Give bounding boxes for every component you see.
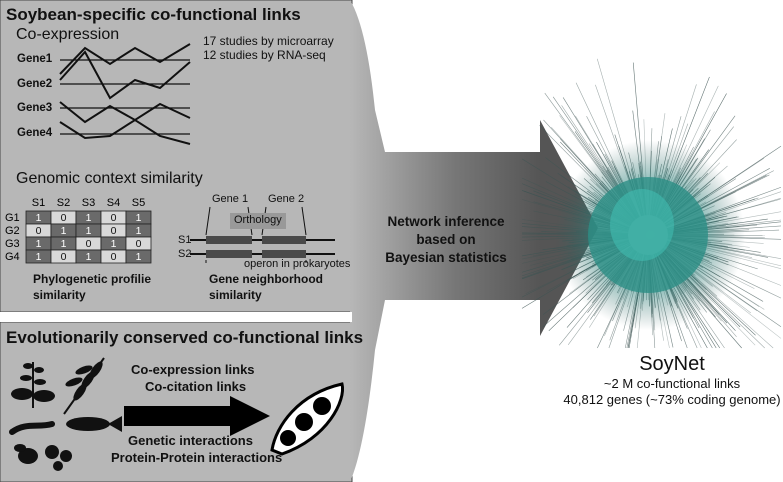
matrix-cell: [125, 249, 152, 264]
soynet-links: ~2 M co-functional links: [603, 376, 741, 391]
bottom-panel-title: Evolutionarily conserved co-functional l…: [6, 328, 364, 347]
s1-gene1-block: [206, 236, 252, 244]
operon-label: operon in prokaryotes: [244, 258, 351, 270]
matrix-row-g2: G2: [5, 225, 20, 237]
soynet-genes: 40,812 genes (~73% coding genome): [563, 392, 781, 407]
matrix-col-s3: S3: [82, 197, 95, 209]
neighborhood-caption-line2: similarity: [209, 288, 262, 302]
matrix-cell-value: 1: [36, 238, 42, 250]
soybean-plant-icon: [11, 362, 55, 408]
phylo-caption-line2: similarity: [33, 288, 86, 302]
yeast-icon: [45, 445, 72, 471]
link-coexpression: Co-expression links: [131, 362, 255, 377]
matrix-cell-value: 0: [111, 225, 117, 237]
matrix-cell-value: 0: [86, 238, 92, 250]
matrix-cell-value: 0: [136, 238, 142, 250]
orthology-box: [230, 213, 286, 229]
link-cocitation: Co-citation links: [145, 379, 247, 394]
studies-microarray: 17 studies by microarray: [203, 34, 334, 48]
matrix-row-g4: G4: [5, 251, 20, 263]
gene-label-3: Gene3: [17, 102, 53, 114]
link-genetic: Genetic interactions: [128, 433, 253, 448]
matrix-cell-value: 0: [61, 212, 67, 224]
s2-gene2-block: [262, 250, 306, 258]
matrix-cell-value: 1: [136, 251, 142, 263]
matrix-cell-value: 1: [61, 225, 67, 237]
matrix-cell-value: 0: [61, 251, 67, 263]
matrix-cell-value: 1: [61, 238, 67, 250]
profile-gene4: [59, 118, 191, 145]
genomic-heading: Genomic context similarity: [16, 170, 203, 187]
matrix-col-s5: S5: [132, 197, 145, 209]
gene-label-1: Gene1: [17, 53, 53, 65]
matrix-cell-value: 1: [86, 225, 92, 237]
center-line-1: Network inference: [387, 214, 505, 229]
link-ppi: Protein-Protein interactions: [111, 450, 283, 465]
matrix-cell-value: 1: [136, 212, 142, 224]
matrix-cell-value: 1: [36, 212, 42, 224]
coexpression-profiles: [59, 43, 191, 145]
matrix-cell-value: 0: [111, 212, 117, 224]
coexpression-heading: Co-expression: [16, 26, 120, 43]
matrix-cell-value: 1: [136, 225, 142, 237]
neighborhood-s2: S2: [178, 248, 192, 260]
soynet-title: SoyNet: [639, 353, 705, 375]
matrix-col-s2: S2: [57, 197, 70, 209]
matrix-cell-value: 1: [86, 251, 92, 263]
profile-gene1: [59, 43, 191, 75]
matrix-cell-value: 1: [86, 212, 92, 224]
matrix-col-s4: S4: [107, 197, 120, 209]
matrix-cell-value: 0: [111, 251, 117, 263]
center-line-3: Bayesian statistics: [385, 250, 507, 265]
gene-neighborhood-diagram: [190, 206, 335, 263]
matrix-col-s1: S1: [32, 197, 45, 209]
gene-label-4: Gene4: [17, 127, 53, 139]
wheat-icon: [63, 357, 105, 415]
conserved-arrow: [124, 396, 270, 436]
top-panel-title: Soybean-specific co-functional links: [6, 5, 301, 24]
profile-gene2: [59, 50, 191, 100]
fish-icon: [66, 416, 122, 432]
orthology-label: Orthology: [234, 214, 282, 226]
neighborhood-s1: S1: [178, 234, 192, 246]
matrix-cell-value: 1: [36, 251, 42, 263]
worm-icon: [9, 421, 55, 435]
gene-label-2: Gene2: [17, 78, 53, 90]
s2-gene1-block: [206, 250, 252, 258]
matrix-row-g1: G1: [5, 212, 20, 224]
neighborhood-gene2: Gene 2: [268, 193, 305, 205]
merge-funnel: [350, 0, 540, 482]
bottom-panel-bg: [0, 321, 353, 482]
neighborhood-caption-line1: Gene neighborhood: [209, 272, 323, 286]
neighborhood-gene1: Gene 1: [212, 193, 249, 205]
matrix-cell-value: 0: [36, 225, 42, 237]
fly-icon: [14, 444, 38, 464]
soybean-pod-icon: [270, 382, 345, 456]
center-line-2: based on: [416, 232, 476, 247]
organism-silhouettes: [9, 357, 122, 471]
profile-gene3: [59, 101, 191, 124]
phylo-caption-line1: Phylogenetic profilie: [33, 272, 152, 286]
s1-gene2-block: [262, 236, 306, 244]
studies-rnaseq: 12 studies by RNA-seq: [203, 48, 326, 62]
matrix-cell-value: 1: [111, 238, 117, 250]
soynet-network-graphic: [521, 58, 782, 349]
matrix-row-g3: G3: [5, 238, 20, 250]
